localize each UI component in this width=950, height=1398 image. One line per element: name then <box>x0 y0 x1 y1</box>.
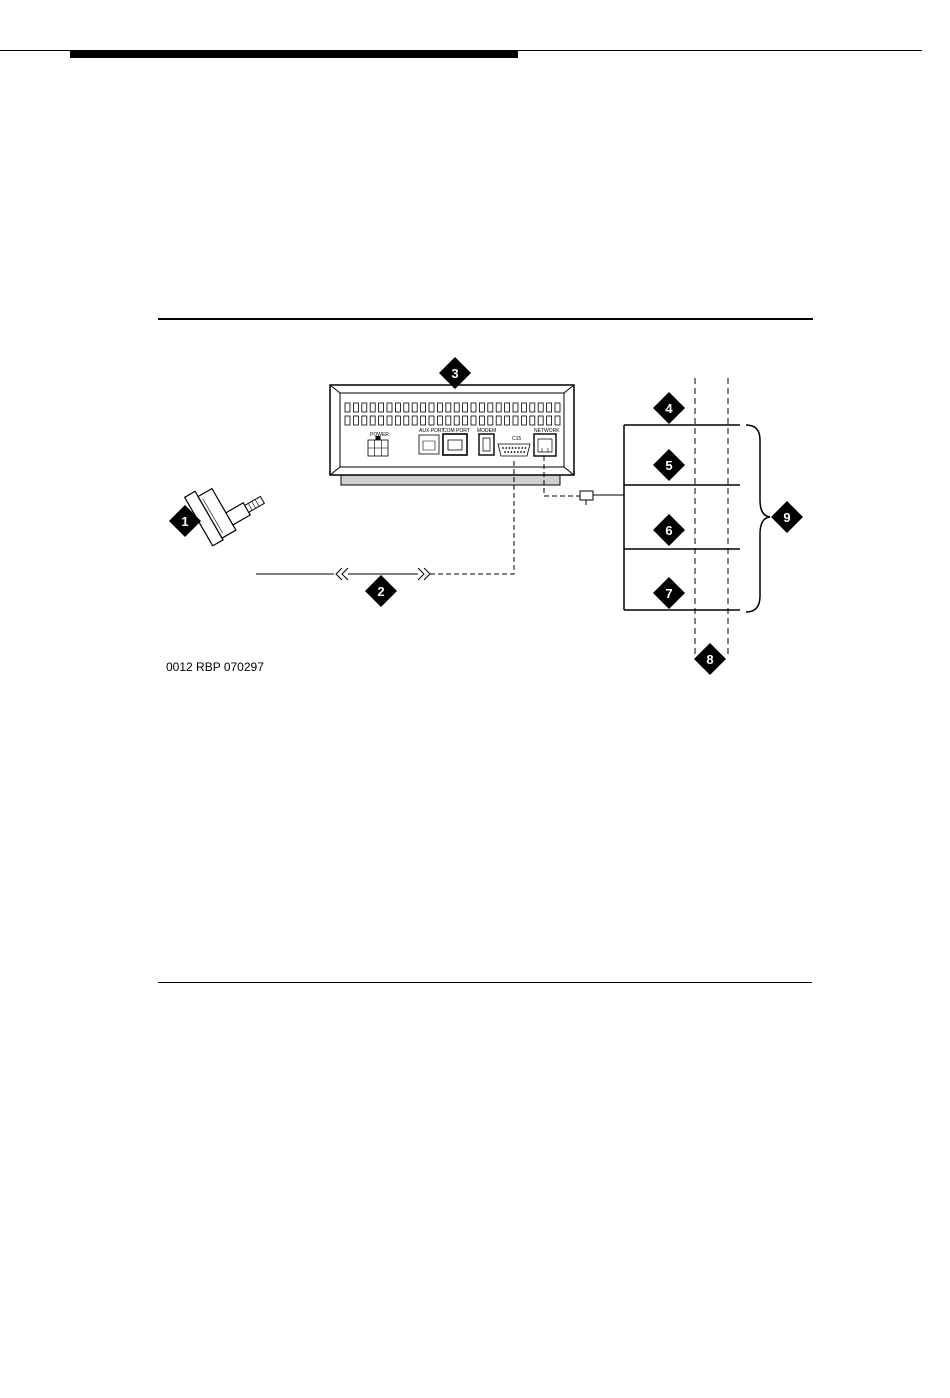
callout-label: 3 <box>451 366 458 381</box>
callout-label: 7 <box>665 586 672 601</box>
network-label: NETWORK <box>534 428 560 434</box>
callout-label: 9 <box>783 510 790 525</box>
com-port-label: COM PORT <box>443 428 470 434</box>
power-connector: POWER <box>368 432 389 456</box>
callout-label: 1 <box>181 514 188 529</box>
db15-label: C15 <box>512 436 521 442</box>
circuit-pack-panel <box>624 378 740 654</box>
callout-label: 4 <box>665 401 673 416</box>
callout-label: 2 <box>377 584 384 599</box>
callout-4: 4 <box>653 392 685 424</box>
callout-label: 5 <box>665 458 672 473</box>
callout-6: 6 <box>653 514 685 546</box>
amphenol-cable-plug <box>185 464 270 545</box>
callout-5: 5 <box>653 449 685 481</box>
callout-2: 2 <box>365 575 397 607</box>
network-port: NETWORK <box>534 428 560 456</box>
aux-port-label: AUX PORT <box>419 428 444 434</box>
modem-label: MODEM <box>477 428 496 434</box>
callout-label: 8 <box>706 652 713 667</box>
callout-7: 7 <box>653 577 685 609</box>
modem-port: MODEM <box>477 428 496 455</box>
figure-id: 0012 RBP 070297 <box>166 660 264 674</box>
callout-8: 8 <box>694 643 726 675</box>
group-brace <box>746 425 770 612</box>
com-port: COM PORT <box>443 428 470 455</box>
callout-3: 3 <box>439 357 471 389</box>
callout-9: 9 <box>771 501 803 533</box>
interface-unit: POWER AUX PORT COM PORT MODEM C15 <box>330 385 574 485</box>
callout-label: 6 <box>665 523 672 538</box>
